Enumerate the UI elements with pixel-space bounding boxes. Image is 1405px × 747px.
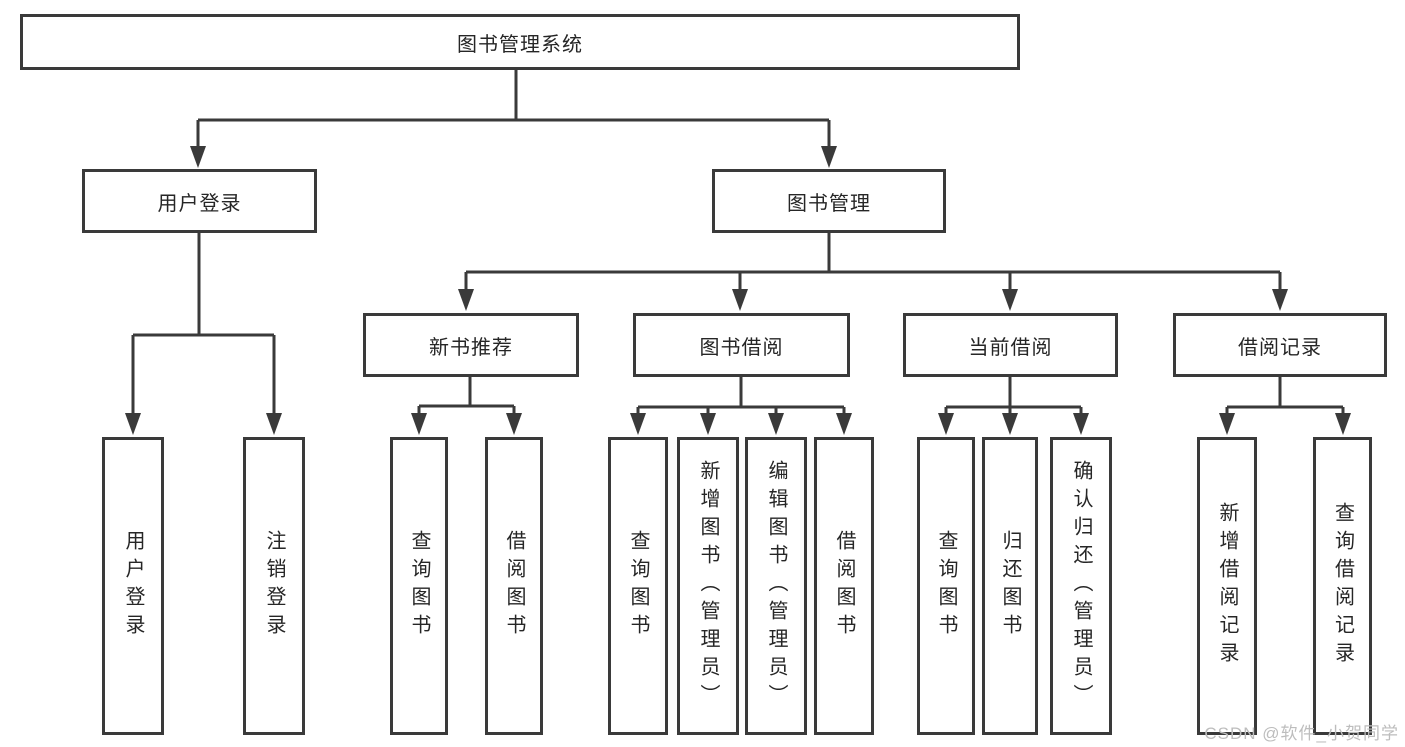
leaf-query-borrow-record: 查询借阅记录 <box>1313 437 1372 735</box>
node-label: 查询图书 <box>627 530 649 642</box>
leaf-edit-book-admin: 编辑图书（管理员） <box>745 437 807 735</box>
node-label: 用户登录 <box>157 192 242 215</box>
node-user-login-branch: 用户登录 <box>82 169 317 233</box>
node-label: 借阅图书 <box>503 530 525 642</box>
leaf-borrow-books-recommend: 借阅图书 <box>485 437 543 735</box>
node-label: 新书推荐 <box>429 336 513 359</box>
node-label: 归还图书 <box>999 530 1021 642</box>
node-label: 新增借阅记录 <box>1216 502 1238 670</box>
node-current-borrow: 当前借阅 <box>903 313 1118 377</box>
node-book-borrow: 图书借阅 <box>633 313 850 377</box>
node-label: 编辑图书（管理员） <box>765 460 787 712</box>
leaf-return-book: 归还图书 <box>982 437 1038 735</box>
leaf-add-borrow-record: 新增借阅记录 <box>1197 437 1257 735</box>
node-label: 查询图书 <box>408 530 430 642</box>
node-label: 注销登录 <box>263 530 285 642</box>
node-label: 借阅记录 <box>1238 336 1322 359</box>
node-label: 查询图书 <box>935 530 957 642</box>
node-label: 图书管理 <box>787 192 871 215</box>
node-label: 图书借阅 <box>699 336 784 359</box>
leaf-user-login: 用户登录 <box>102 437 164 735</box>
node-label: 图书管理系统 <box>457 33 583 56</box>
node-borrow-records: 借阅记录 <box>1173 313 1387 377</box>
node-label: 当前借阅 <box>968 336 1053 359</box>
node-book-management-branch: 图书管理 <box>712 169 946 233</box>
leaf-query-books-borrow: 查询图书 <box>608 437 668 735</box>
leaf-add-book-admin: 新增图书（管理员） <box>677 437 739 735</box>
leaf-query-books-current: 查询图书 <box>917 437 975 735</box>
leaf-confirm-return-admin: 确认归还（管理员） <box>1050 437 1112 735</box>
node-label: 确认归还（管理员） <box>1070 460 1092 712</box>
csdn-watermark: CSDN @软件_小贺同学 <box>1204 724 1399 743</box>
node-label: 新增图书（管理员） <box>697 460 719 712</box>
node-label: 用户登录 <box>122 530 144 642</box>
leaf-logout: 注销登录 <box>243 437 305 735</box>
node-new-book-recommend: 新书推荐 <box>363 313 579 377</box>
leaf-borrow-books: 借阅图书 <box>814 437 874 735</box>
node-label: 借阅图书 <box>833 530 855 642</box>
node-library-management-system: 图书管理系统 <box>20 14 1020 70</box>
leaf-query-books-recommend: 查询图书 <box>390 437 448 735</box>
node-label: 查询借阅记录 <box>1331 502 1354 670</box>
